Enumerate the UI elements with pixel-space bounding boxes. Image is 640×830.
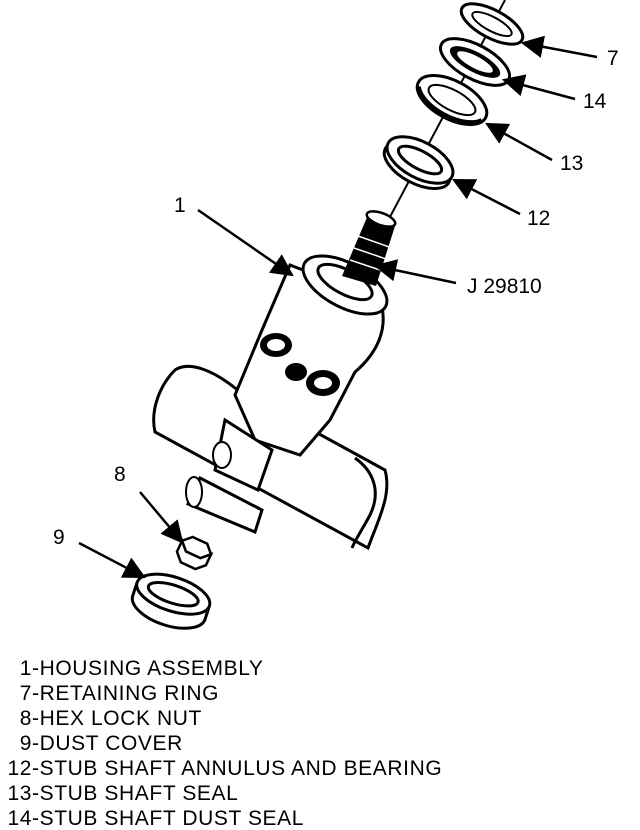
callout-8: 8 [114, 463, 126, 486]
legend-item-number: 9 [19, 732, 32, 755]
stub-shaft-bearing-part [382, 135, 455, 190]
arrow-8 [139, 491, 184, 544]
legend-item: 14-STUB SHAFT DUST SEAL [0, 806, 442, 830]
dust-cover-part [130, 572, 212, 630]
legend-item-text: -STUB SHAFT SEAL [32, 782, 239, 805]
legend-item-text: -RETAINING RING [32, 682, 220, 705]
legend-item-number: 13 [7, 782, 32, 805]
legend-item: 12-STUB SHAFT ANNULUS AND BEARING [0, 756, 442, 781]
legend-item: 7-RETAINING RING [0, 681, 442, 706]
legend-item: 8-HEX LOCK NUT [0, 706, 442, 731]
callout-1: 1 [174, 194, 186, 217]
legend-item-text: -STUB SHAFT DUST SEAL [32, 807, 305, 830]
arrow-9 [78, 541, 146, 579]
arrow-14 [501, 74, 576, 101]
stub-shaft-spline [342, 210, 397, 286]
parts-legend: 1-HOUSING ASSEMBLY 7-RETAINING RING 8-HE… [0, 656, 442, 830]
legend-item-text: -STUB SHAFT ANNULUS AND BEARING [32, 757, 443, 780]
callout-7: 7 [607, 47, 619, 70]
hex-lock-nut-part [175, 535, 214, 571]
arrow-7 [520, 35, 598, 59]
arrow-12 [451, 178, 521, 216]
stub-shaft-seal-part [415, 74, 489, 126]
legend-item-text: -HEX LOCK NUT [32, 707, 202, 730]
legend-item-number: 14 [7, 807, 32, 830]
arrow-tool [373, 259, 457, 285]
legend-item-text: -DUST COVER [32, 732, 183, 755]
legend-item-number: 1 [19, 657, 32, 680]
legend-item: 1-HOUSING ASSEMBLY [0, 656, 442, 681]
arrow-1 [197, 208, 294, 277]
callout-tool: J 29810 [467, 275, 542, 298]
callout-12: 12 [527, 207, 550, 230]
legend-item-number: 8 [19, 707, 32, 730]
exploded-view-diagram: 1 7 14 13 12 J 29810 8 9 [53, 0, 619, 630]
legend-item: 13-STUB SHAFT SEAL [0, 781, 442, 806]
legend-item-text: -HOUSING ASSEMBLY [32, 657, 264, 680]
legend-item: 9-DUST COVER [0, 731, 442, 756]
legend-item-number: 7 [19, 682, 32, 705]
leader-arrows [78, 35, 598, 579]
arrow-13 [485, 122, 553, 162]
legend-item-number: 12 [7, 757, 32, 780]
callout-13: 13 [560, 152, 583, 175]
housing-assembly-part [152, 254, 389, 551]
callout-9: 9 [53, 526, 65, 549]
callout-14: 14 [583, 90, 607, 113]
